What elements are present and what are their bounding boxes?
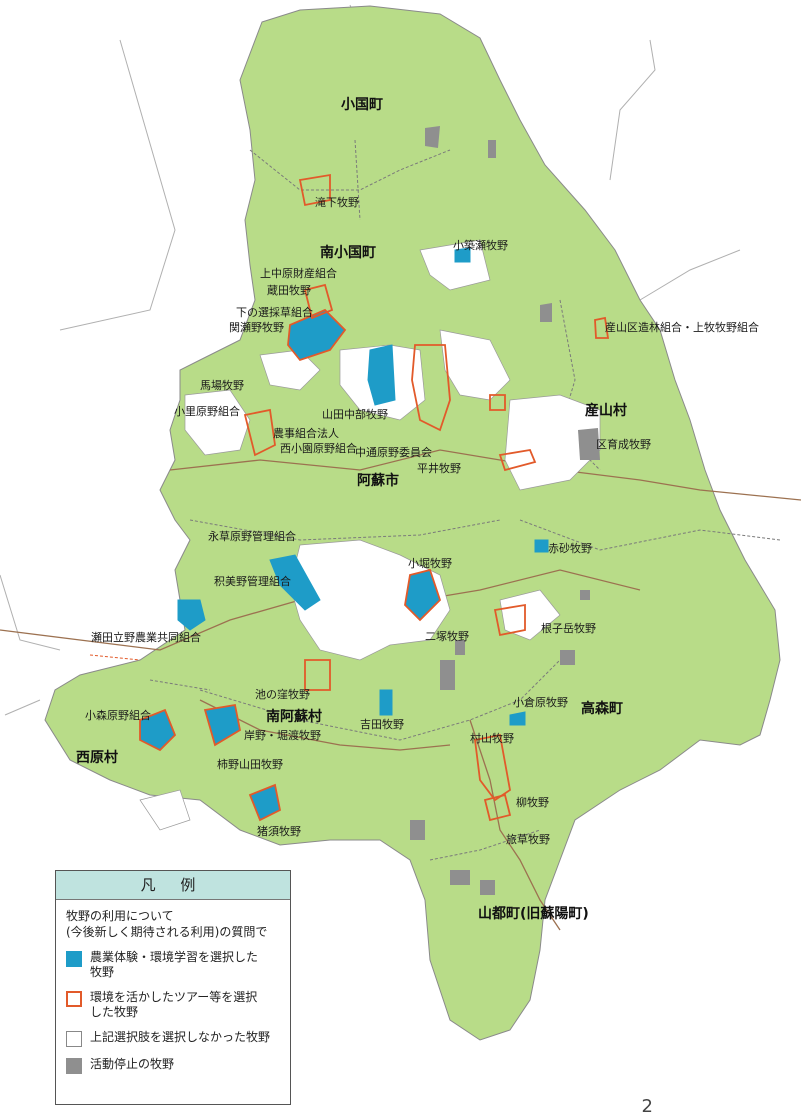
municipality-label: 阿蘇市 [357, 473, 399, 489]
municipality-label: 小国町 [341, 97, 383, 113]
municipality-label: 西原村 [76, 750, 118, 766]
municipality-label: 南阿蘇村 [266, 709, 322, 725]
pasture-label: 吉田牧野 [360, 718, 404, 731]
pasture-label: 中通原野委員会 [355, 446, 432, 459]
gray-swatch-icon [66, 1058, 82, 1074]
red-outline-swatch-icon [66, 991, 82, 1007]
pasture-label: 二塚牧野 [425, 630, 469, 643]
legend-item-label: 環境を活かしたツアー等を選択 した牧野 [90, 990, 258, 1019]
pasture-label: 永草原野管理組合 [208, 530, 296, 543]
blue-swatch-icon [66, 951, 82, 967]
pasture-label: 山田中部牧野 [322, 408, 388, 421]
region-landmass [44, 5, 781, 1041]
pasture-label: 下の選採草組合 [236, 306, 313, 319]
pasture-label: 滝下牧野 [315, 196, 359, 209]
pasture-label: 小倉原牧野 [513, 696, 568, 709]
legend-item: 農業体験・環境学習を選択した 牧野 [66, 950, 282, 980]
pasture-label: 蔵田牧野 [267, 284, 311, 297]
municipality-label: 産山村 [585, 403, 627, 419]
legend-description: 牧野の利用について (今後新しく期待される利用)の質問で [66, 909, 268, 939]
pasture-label: 旅草牧野 [506, 833, 550, 846]
pasture-label: 馬場牧野 [200, 379, 244, 392]
pasture-label: 産山区造林組合・上牧牧野組合 [605, 321, 759, 334]
pasture-label: 积美野管理組合 [214, 575, 291, 588]
pasture-label: 小森原野組合 [85, 709, 151, 722]
pasture-label: 池の窪牧野 [255, 688, 310, 701]
pasture-label: 小堀牧野 [408, 557, 452, 570]
municipality-label: 山都町(旧蘇陽町) [478, 906, 589, 922]
pasture-label: 小里原野組合 [174, 405, 240, 418]
legend-item-label: 上記選択肢を選択しなかった牧野 [90, 1030, 271, 1044]
white-swatch-icon [66, 1031, 82, 1047]
pasture-label: 猪須牧野 [257, 825, 301, 838]
pasture-label: 上中原財産組合 [260, 267, 337, 280]
pasture-label: 根子岳牧野 [541, 622, 596, 635]
municipality-label: 高森町 [581, 701, 623, 717]
municipality-label: 南小国町 [320, 245, 376, 261]
pasture-label: 西小園原野組合 [280, 442, 357, 455]
pasture-label: 柿野山田牧野 [217, 758, 283, 771]
pasture-label: 瀬田立野農業共同組合 [91, 631, 201, 644]
pasture-label: 農事組合法人 [273, 427, 339, 440]
legend-title: 凡 例 [56, 871, 290, 900]
pasture-label: 区育成牧野 [596, 438, 651, 451]
pasture-label: 柳牧野 [516, 796, 549, 809]
map-legend: 凡 例 牧野の利用について (今後新しく期待される利用)の質問で 農業体験・環境… [55, 870, 291, 1105]
legend-item: 活動停止の牧野 [66, 1057, 282, 1074]
pasture-label: 赤砂牧野 [548, 542, 592, 555]
legend-item-label: 農業体験・環境学習を選択した 牧野 [90, 950, 259, 979]
pasture-label: 村山牧野 [470, 732, 514, 745]
legend-item: 環境を活かしたツアー等を選択 した牧野 [66, 990, 282, 1020]
pasture-label: 平井牧野 [417, 462, 461, 475]
legend-item-label: 活動停止の牧野 [90, 1057, 175, 1071]
page-number: 2 [641, 1096, 653, 1117]
pasture-label: 関瀬野牧野 [229, 321, 284, 334]
legend-item: 上記選択肢を選択しなかった牧野 [66, 1030, 282, 1047]
pasture-label: 岸野・堀渡牧野 [244, 729, 321, 742]
pasture-label: 小築瀬牧野 [453, 239, 508, 252]
